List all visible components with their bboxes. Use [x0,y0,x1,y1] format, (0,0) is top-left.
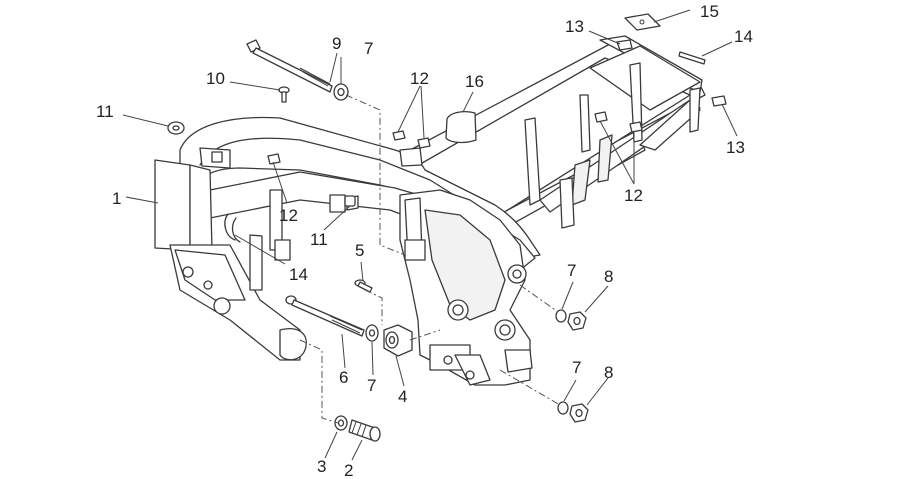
strip-14-top [678,51,706,65]
callout-9: 9 [332,34,341,53]
bolt-5 [354,279,373,293]
bolt-6 [285,295,365,337]
callout-13-top: 13 [565,17,584,36]
callout-10: 10 [206,69,225,88]
callout-4: 4 [398,387,407,406]
washer-3 [334,415,348,431]
clips-12-top [392,130,431,149]
callout-14-left: 14 [289,265,308,284]
washer-7-right-upper [555,309,567,323]
clips-12-right [594,111,643,133]
spacer-4 [383,324,413,357]
leader-lines [122,9,738,461]
callout-8-upper: 8 [604,267,613,286]
assembly-lines [299,94,561,424]
pad-16 [445,111,477,144]
callout-7-mid: 7 [367,376,376,395]
callout-15: 15 [700,2,719,21]
bolt-9 [246,39,333,93]
callout-16: 16 [465,72,484,91]
callout-labels: 1 2 3 4 5 6 7 7 7 7 8 8 9 10 11 11 12 12… [96,2,753,479]
callout-3: 3 [317,457,326,476]
nut-8-right-lower [569,403,589,423]
callout-8-lower: 8 [604,363,613,382]
callout-11-center: 11 [310,230,328,249]
callout-14-right: 14 [734,27,753,46]
clip-12-left [267,153,281,165]
callout-12-top: 12 [410,69,429,88]
nut-11-center [344,195,356,207]
callout-6: 6 [339,368,348,387]
grommet-13-right [711,95,727,107]
callout-1: 1 [112,189,121,208]
callout-11-left: 11 [96,102,114,121]
main-frame [154,35,706,386]
callout-7-right-lower: 7 [572,358,581,377]
screw-10 [278,86,290,103]
callout-12-right: 12 [624,186,643,205]
washer-7-mid [365,324,379,342]
grommet-13-left [616,39,633,51]
callout-13-right: 13 [726,138,745,157]
callout-2: 2 [344,461,353,479]
callout-12-left: 12 [279,206,298,225]
nut-11-left [167,121,185,135]
callout-7-right-upper: 7 [567,261,576,280]
plate-15 [624,13,661,31]
washer-7-top [333,83,349,101]
bolt-2 [348,419,381,442]
nut-8-right-upper [567,311,587,331]
callout-7-top: 7 [364,39,373,58]
washer-7-right-lower [557,401,569,415]
callout-5: 5 [355,241,364,260]
